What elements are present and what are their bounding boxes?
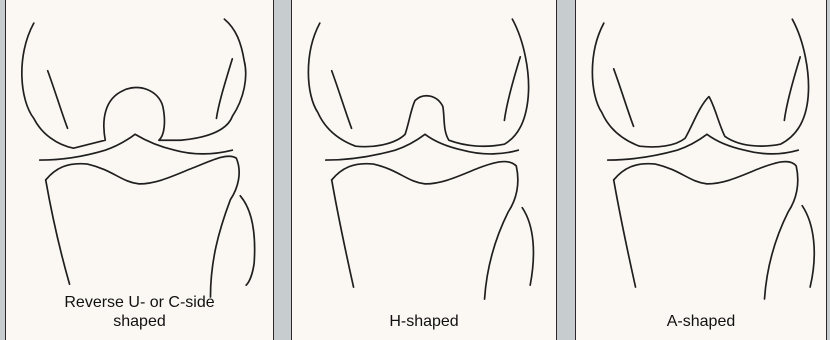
caption-line-1: A-shaped: [576, 312, 826, 331]
femur-left-notch-line: [48, 71, 68, 129]
femur-condyles-outline: [592, 19, 808, 147]
tibia-left-shaft-line: [614, 180, 636, 287]
tibia-outline: [46, 156, 239, 297]
femur-right-notch-line: [216, 59, 232, 119]
femur-left-notch-line: [614, 69, 634, 127]
femur-right-notch-line: [504, 57, 520, 121]
tibia-left-shaft-line: [46, 180, 70, 284]
diagram-panel-a-shaped: A-shaped: [575, 0, 827, 340]
caption-line-1: Reverse U- or C-side: [6, 293, 273, 312]
femur-left-notch-line: [332, 71, 352, 129]
caption-line-1: H-shaped: [292, 312, 556, 331]
tibia-outline: [614, 162, 798, 299]
femur-right-notch-line: [784, 57, 800, 120]
femur-condyles-outline: [22, 19, 246, 148]
diagram-panel-h-shaped: H-shaped: [291, 0, 557, 340]
fibula-line: [522, 208, 533, 285]
tibia-outline: [332, 162, 518, 299]
panel-caption: A-shaped: [576, 312, 826, 331]
knee-joint-drawing: [292, 0, 556, 340]
fibula-line: [240, 196, 254, 285]
femur-condyles-outline: [308, 19, 528, 147]
panel-caption: Reverse U- or C-side shaped: [6, 293, 273, 331]
tibia-left-shaft-line: [332, 180, 354, 287]
knee-joint-drawing: [576, 0, 826, 340]
diagram-panel-reverse-u: Reverse U- or C-side shaped: [5, 0, 274, 340]
fibula-line: [802, 206, 814, 287]
caption-line-2: shaped: [6, 312, 273, 331]
joint-space-line: [326, 134, 519, 160]
knee-joint-drawing: [6, 0, 273, 340]
joint-space-line: [608, 134, 798, 160]
panel-caption: H-shaped: [292, 312, 556, 331]
